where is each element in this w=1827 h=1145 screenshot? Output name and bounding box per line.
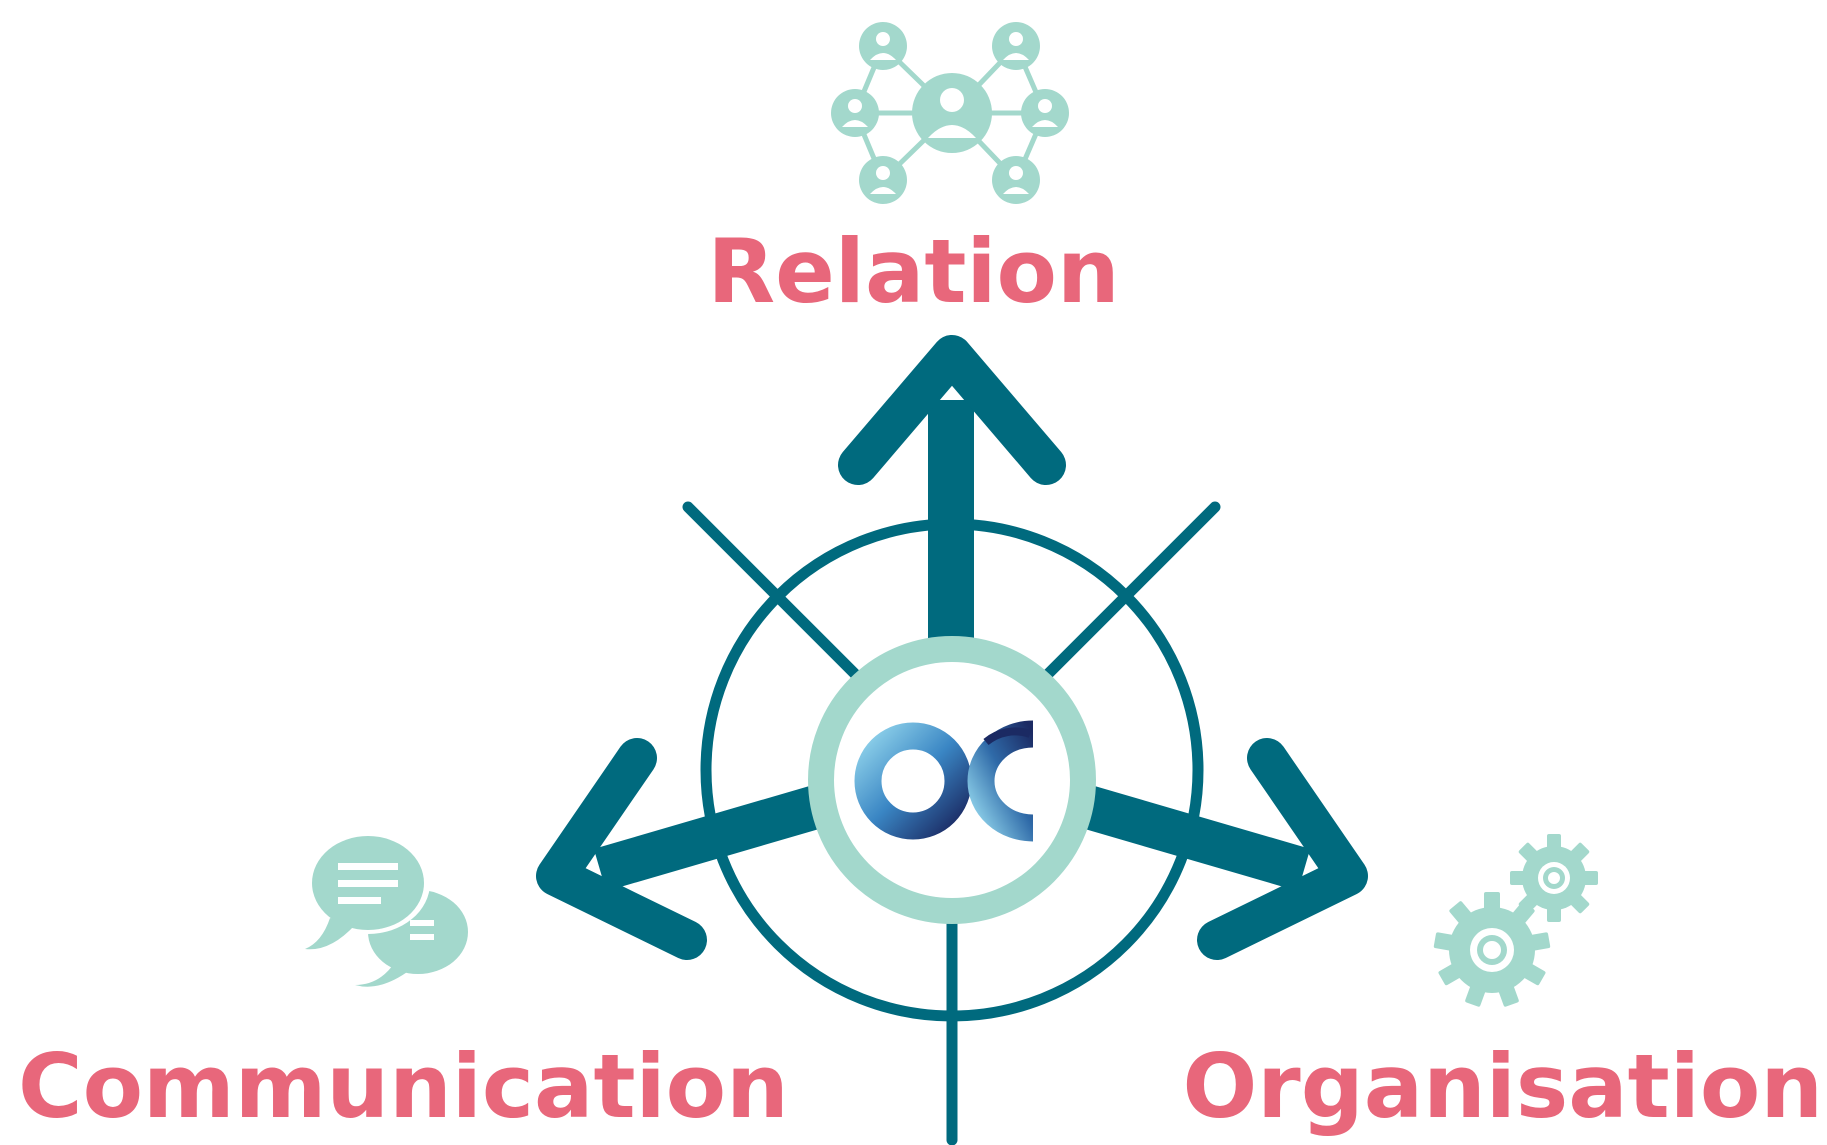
arrow-right-shaft <box>1057 778 1311 892</box>
arrow-up-head <box>838 335 1066 485</box>
arrow-left-shaft <box>593 778 847 892</box>
people-network-icon <box>831 22 1069 204</box>
arrow-left-head <box>536 738 707 960</box>
gears-icon <box>1433 834 1598 1007</box>
diagonal-line-right <box>1029 501 1221 693</box>
communication-label: Communication <box>18 1035 789 1138</box>
relation-label: Relation <box>707 220 1120 323</box>
oc-logo <box>854 720 1034 842</box>
organisation-label: Organisation <box>1182 1035 1824 1138</box>
diagonal-line-left <box>682 501 874 693</box>
arrow-right-head <box>1197 738 1368 960</box>
chat-bubbles-icon <box>305 832 468 987</box>
arrow-up-shaft <box>928 400 974 660</box>
